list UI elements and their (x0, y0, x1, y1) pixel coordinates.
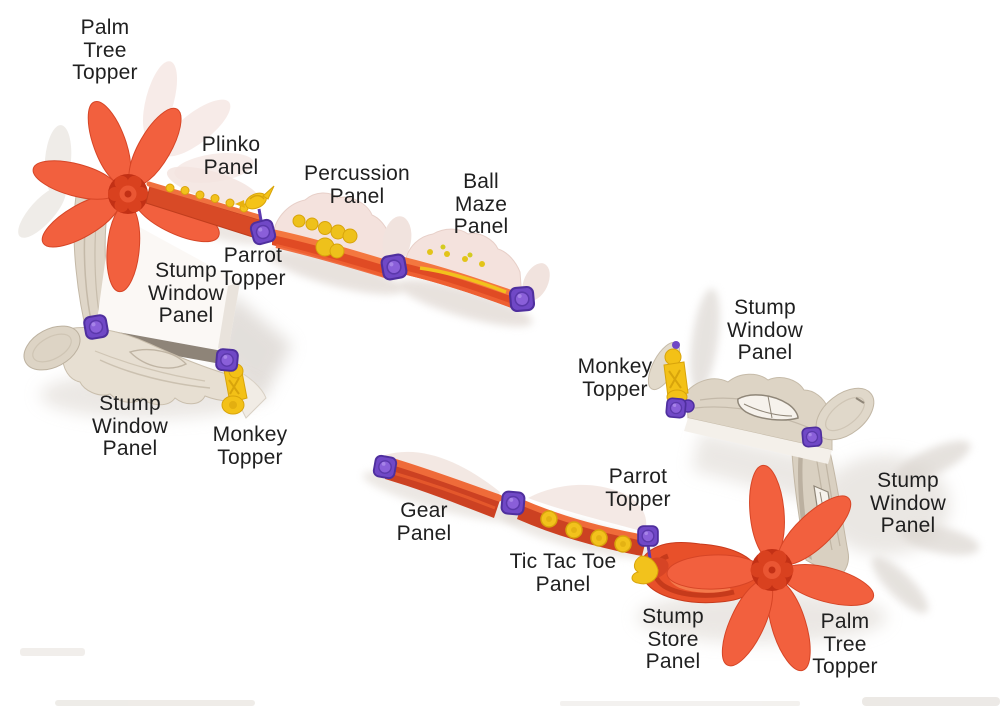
connector-cube-5 (508, 285, 536, 313)
label-parrot-topper-1: Parrot Topper (220, 244, 286, 290)
label-tic-tac-toe-panel: Tic Tac Toe Panel (509, 550, 617, 596)
connector-cube-3 (248, 217, 278, 247)
connector-cube-7 (500, 490, 526, 516)
label-percussion-panel: Percussion Panel (304, 162, 410, 208)
label-monkey-topper-1: Monkey Topper (212, 423, 288, 469)
label-parrot-topper-2: Parrot Topper (605, 465, 671, 511)
label-stump-window-panel-4: Stump Window Panel (870, 469, 946, 537)
palm-tree-topper-graphic-2 (666, 464, 875, 672)
ball-maze-panel-graphic (382, 216, 550, 311)
connector-cube-9 (665, 397, 687, 419)
connector-cube-2 (214, 347, 240, 373)
label-stump-window-panel-3: Stump Window Panel (727, 296, 803, 364)
label-palm-tree-topper-1: Palm Tree Topper (72, 16, 138, 84)
label-stump-store-panel: Stump Store Panel (642, 605, 704, 673)
connector-cube-1 (82, 313, 110, 341)
label-gear-panel: Gear Panel (396, 499, 452, 545)
parrot-topper-graphic-2 (631, 544, 659, 585)
gear-panel-graphic (383, 451, 503, 518)
percussion-panel-graphic (269, 192, 393, 279)
label-palm-tree-topper-2: Palm Tree Topper (812, 610, 878, 678)
connector-cube-6 (371, 453, 399, 481)
label-stump-window-panel-1: Stump Window Panel (148, 259, 224, 327)
label-stump-window-panel-2: Stump Window Panel (92, 392, 168, 460)
plinko-panel-graphic (145, 166, 262, 239)
image-edge-artifacts (20, 648, 1000, 706)
connector-cube-10 (801, 426, 823, 448)
connector-cube-8 (637, 525, 659, 547)
label-monkey-topper-2: Monkey Topper (577, 355, 653, 401)
label-ball-maze-panel: Ball Maze Panel (453, 170, 509, 238)
connector-cube-4 (379, 252, 409, 282)
palm-tree-topper-graphic-1 (32, 100, 220, 293)
tic-tac-toe-panel-graphic (517, 484, 648, 556)
label-plinko-panel: Plinko Panel (201, 133, 261, 179)
